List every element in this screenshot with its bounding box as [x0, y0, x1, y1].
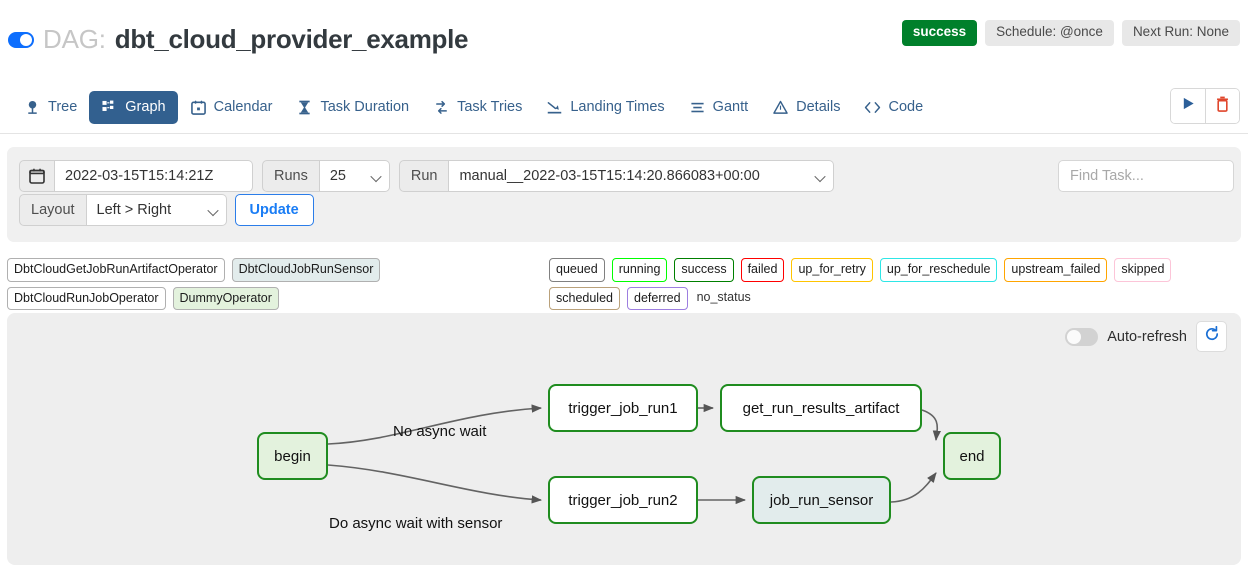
find-task-input[interactable]: Find Task...: [1058, 160, 1234, 192]
tab-label: Task Tries: [457, 99, 523, 115]
num-runs-select[interactable]: 25: [319, 160, 390, 192]
status-legend-chip[interactable]: up_for_reschedule: [879, 258, 998, 282]
dag-pause-toggle[interactable]: [8, 31, 34, 48]
status-legend-chip[interactable]: skipped: [1114, 258, 1172, 282]
tab-gantt[interactable]: Gantt: [677, 91, 760, 124]
operator-legend-chip[interactable]: DbtCloudJobRunSensor: [231, 258, 381, 282]
tab-label: Code: [888, 99, 924, 115]
layout-group: Layout Left > Right: [19, 194, 227, 226]
tab-details[interactable]: Details: [760, 91, 852, 124]
graph-node-job_run_sensor[interactable]: job_run_sensor: [752, 476, 891, 524]
operator-legend-chip[interactable]: DummyOperator: [172, 286, 279, 310]
status-badge: success: [901, 20, 978, 46]
runs-label: Runs: [262, 160, 320, 192]
operator-legend-chip[interactable]: DbtCloudGetJobRunArtifactOperator: [7, 258, 225, 282]
status-legend-chip[interactable]: failed: [740, 258, 785, 282]
status-legend-chip[interactable]: success: [674, 258, 734, 282]
run-select[interactable]: manual__2022-03-15T15:14:20.866083+00:00: [449, 160, 835, 192]
filter-row-bottom: Layout Left > Right Update: [19, 194, 314, 226]
tab-code[interactable]: Code: [852, 91, 935, 124]
layout-label: Layout: [19, 194, 87, 226]
page-title: dbt_cloud_provider_example: [114, 24, 469, 54]
triangle-alert-icon: [772, 99, 789, 116]
graph-node-end[interactable]: end: [943, 432, 1001, 480]
tab-label: Task Duration: [320, 99, 410, 115]
header-divider: [0, 133, 1248, 134]
schedule-badge[interactable]: Schedule: @once: [985, 20, 1114, 46]
view-tabs: Tree Graph Calendar Task Duration Task T: [0, 84, 1248, 130]
trash-icon: [1215, 96, 1230, 117]
graph-node-get_run_results_artifact[interactable]: get_run_results_artifact: [720, 384, 922, 432]
status-legend-chip[interactable]: up_for_retry: [791, 258, 873, 282]
refresh-icon: [1204, 325, 1220, 347]
status-legend-chip[interactable]: running: [611, 258, 668, 282]
graph-node-begin[interactable]: begin: [257, 432, 328, 480]
base-date-group: 2022-03-15T15:14:21Z: [19, 160, 253, 192]
tab-label: Gantt: [712, 99, 749, 115]
graph-node-trigger_job_run2[interactable]: trigger_job_run2: [548, 476, 698, 524]
hourglass-icon: [296, 99, 313, 116]
tab-label: Graph: [125, 99, 166, 115]
play-icon: [1181, 96, 1196, 116]
status-legend-chip[interactable]: scheduled: [549, 286, 620, 310]
update-button[interactable]: Update: [234, 194, 314, 226]
tab-landing-times[interactable]: Landing Times: [534, 91, 676, 124]
graph-icon: [101, 99, 118, 116]
num-runs-group: Runs 25: [262, 160, 390, 192]
base-date-input[interactable]: 2022-03-15T15:14:21Z: [55, 160, 253, 192]
landing-icon: [546, 99, 563, 116]
code-icon: [864, 99, 881, 116]
status-legend-chip[interactable]: deferred: [627, 286, 688, 310]
auto-refresh-label: Auto-refresh: [1107, 328, 1187, 345]
retry-icon: [433, 99, 450, 116]
auto-refresh-controls: Auto-refresh: [1065, 321, 1227, 352]
status-legend-chip[interactable]: queued: [549, 258, 605, 282]
dag-label: DAG:: [43, 24, 106, 54]
next-run-badge[interactable]: Next Run: None: [1121, 20, 1240, 46]
status-legend-chip[interactable]: no_status: [696, 289, 751, 304]
tab-tree[interactable]: Tree: [12, 91, 89, 124]
run-label: Run: [398, 160, 450, 192]
graph-canvas[interactable]: Auto-refresh: [7, 313, 1241, 565]
graph-edge-label: No async wait: [393, 423, 487, 440]
dag-title: DAG: dbt_cloud_provider_example: [8, 24, 468, 55]
graph-node-trigger_job_run1[interactable]: trigger_job_run1: [548, 384, 698, 432]
refresh-button[interactable]: [1196, 321, 1227, 352]
filter-panel: 2022-03-15T15:14:21Z Runs 25 Run manual_…: [7, 147, 1241, 242]
auto-refresh-toggle[interactable]: [1065, 327, 1099, 346]
tab-graph[interactable]: Graph: [89, 90, 178, 124]
dag-action-buttons: [1170, 88, 1240, 124]
layout-select[interactable]: Left > Right: [86, 194, 227, 226]
page-header: DAG: dbt_cloud_provider_example success …: [0, 0, 1248, 70]
graph-edges: [327, 403, 941, 505]
tab-label: Details: [796, 99, 841, 115]
tab-label: Tree: [48, 99, 78, 115]
header-badges: success Schedule: @once Next Run: None: [901, 20, 1240, 46]
trigger-dag-button[interactable]: [1171, 89, 1205, 123]
tab-label: Calendar: [213, 99, 273, 115]
tab-task-duration[interactable]: Task Duration: [284, 91, 421, 124]
tree-icon: [24, 99, 41, 116]
delete-dag-button[interactable]: [1205, 89, 1239, 123]
calendar-icon: [190, 99, 207, 116]
gantt-icon: [689, 99, 706, 116]
run-group: Run manual__2022-03-15T15:14:20.866083+0…: [398, 160, 835, 192]
tab-calendar[interactable]: Calendar: [178, 91, 285, 124]
operator-legend-chip[interactable]: DbtCloudRunJobOperator: [7, 286, 166, 310]
status-legend-chip[interactable]: upstream_failed: [1004, 258, 1108, 282]
tab-task-tries[interactable]: Task Tries: [421, 91, 534, 124]
calendar-icon[interactable]: [19, 160, 55, 192]
filter-row-top: 2022-03-15T15:14:21Z Runs 25 Run manual_…: [19, 160, 835, 192]
graph-edge-label: Do async wait with sensor: [329, 515, 503, 532]
tab-label: Landing Times: [570, 99, 665, 115]
